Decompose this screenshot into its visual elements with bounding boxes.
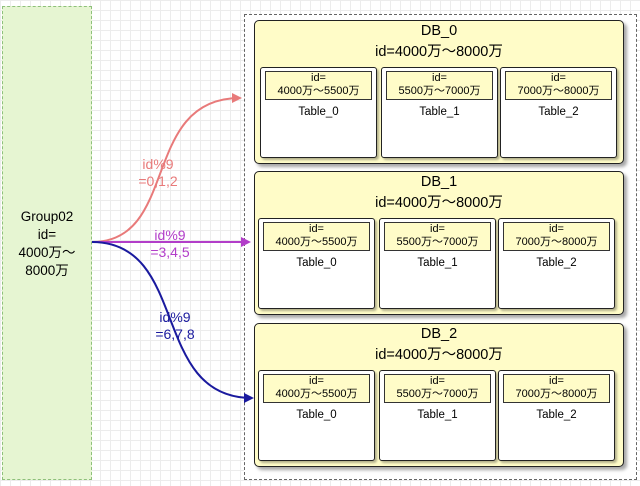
table-range-value: 5500万～7000万 — [396, 388, 479, 400]
table-range-header: id= 7000万～8000万 — [503, 222, 610, 251]
table-name: Table_0 — [296, 409, 337, 421]
db-title: DB_1 — [420, 174, 458, 190]
table-name: Table_1 — [417, 257, 458, 269]
route-arrow-2 — [91, 241, 254, 403]
table-name: Table_1 — [417, 409, 458, 421]
table-range-value: 4000万～5500万 — [277, 85, 360, 97]
table-range-label: id= — [311, 72, 326, 84]
table-range-header: id= 4000万～5500万 — [263, 222, 370, 251]
group-label-line: 8000万 — [25, 263, 69, 278]
table-node: id= 4000万～5500万 Table_0 — [258, 218, 375, 309]
table-range-value: 5500万～7000万 — [398, 85, 481, 97]
route-label-line: id%9 — [159, 309, 191, 325]
table-name: Table_1 — [419, 106, 460, 118]
db-range: id=4000万～8000万 — [375, 195, 503, 211]
group-label: Group02 id= 4000万～ 8000万 — [2, 208, 92, 280]
table-range-label: id= — [430, 223, 445, 235]
table-name: Table_0 — [296, 257, 337, 269]
table-node: id= 7000万～8000万 Table_2 — [500, 67, 617, 158]
table-range-header: id= 5500万～7000万 — [384, 374, 491, 403]
group-label-line: id= — [37, 227, 57, 242]
group-node — [2, 6, 92, 480]
route-label-0: id%9 =0,1,2 — [128, 156, 188, 190]
db-range: id=4000万～8000万 — [375, 44, 503, 60]
table-range-header: id= 7000万～8000万 — [503, 374, 610, 403]
table-range-value: 5500万～7000万 — [396, 236, 479, 248]
table-node: id= 5500万～7000万 Table_1 — [381, 67, 498, 158]
route-label-line: =6,7,8 — [155, 326, 195, 342]
group-label-line: Group02 — [20, 209, 74, 224]
table-range-label: id= — [549, 375, 564, 387]
table-range-value: 7000万～8000万 — [517, 85, 600, 97]
table-range-header: id= 4000万～5500万 — [263, 374, 370, 403]
table-range-header: id= 5500万～7000万 — [384, 222, 491, 251]
db-range: id=4000万～8000万 — [375, 347, 503, 363]
db-title: DB_2 — [420, 326, 458, 342]
table-range-value: 7000万～8000万 — [515, 388, 598, 400]
table-range-label: id= — [309, 375, 324, 387]
table-node: id= 7000万～8000万 Table_2 — [498, 370, 615, 461]
route-arrow-0 — [91, 93, 242, 243]
route-label-line: =0,1,2 — [138, 173, 178, 189]
table-name: Table_2 — [536, 257, 577, 269]
table-node: id= 5500万～7000万 Table_1 — [379, 218, 496, 309]
table-range-label: id= — [551, 72, 566, 84]
db-node-2: DB_2 id=4000万～8000万 id= 4000万～5500万 Tabl… — [254, 323, 624, 467]
table-range-value: 7000万～8000万 — [515, 236, 598, 248]
db-node-0: DB_0 id=4000万～8000万 id= 4000万～5500万 Tabl… — [254, 20, 624, 164]
route-label-line: id%9 — [154, 227, 186, 243]
group-label-line: 4000万～ — [18, 245, 76, 260]
table-name: Table_2 — [536, 409, 577, 421]
table-node: id= 4000万～5500万 Table_0 — [260, 67, 377, 158]
table-range-label: id= — [432, 72, 447, 84]
table-range-header: id= 7000万～8000万 — [505, 71, 612, 100]
route-label-line: id%9 — [142, 156, 174, 172]
table-range-value: 4000万～5500万 — [275, 236, 358, 248]
table-node: id= 5500万～7000万 Table_1 — [379, 370, 496, 461]
table-range-label: id= — [549, 223, 564, 235]
table-range-header: id= 5500万～7000万 — [386, 71, 493, 100]
db-title: DB_0 — [420, 23, 458, 39]
table-range-label: id= — [430, 375, 445, 387]
table-node: id= 4000万～5500万 Table_0 — [258, 370, 375, 461]
table-range-label: id= — [309, 223, 324, 235]
table-range-value: 4000万～5500万 — [275, 388, 358, 400]
route-label-line: =3,4,5 — [150, 244, 190, 260]
route-label-2: id%9 =6,7,8 — [145, 309, 205, 343]
route-label-1: id%9 =3,4,5 — [140, 227, 200, 261]
table-name: Table_2 — [538, 106, 579, 118]
table-range-header: id= 4000万～5500万 — [265, 71, 372, 100]
db-node-1: DB_1 id=4000万～8000万 id= 4000万～5500万 Tabl… — [254, 171, 624, 315]
table-node: id= 7000万～8000万 Table_2 — [498, 218, 615, 309]
table-name: Table_0 — [298, 106, 339, 118]
